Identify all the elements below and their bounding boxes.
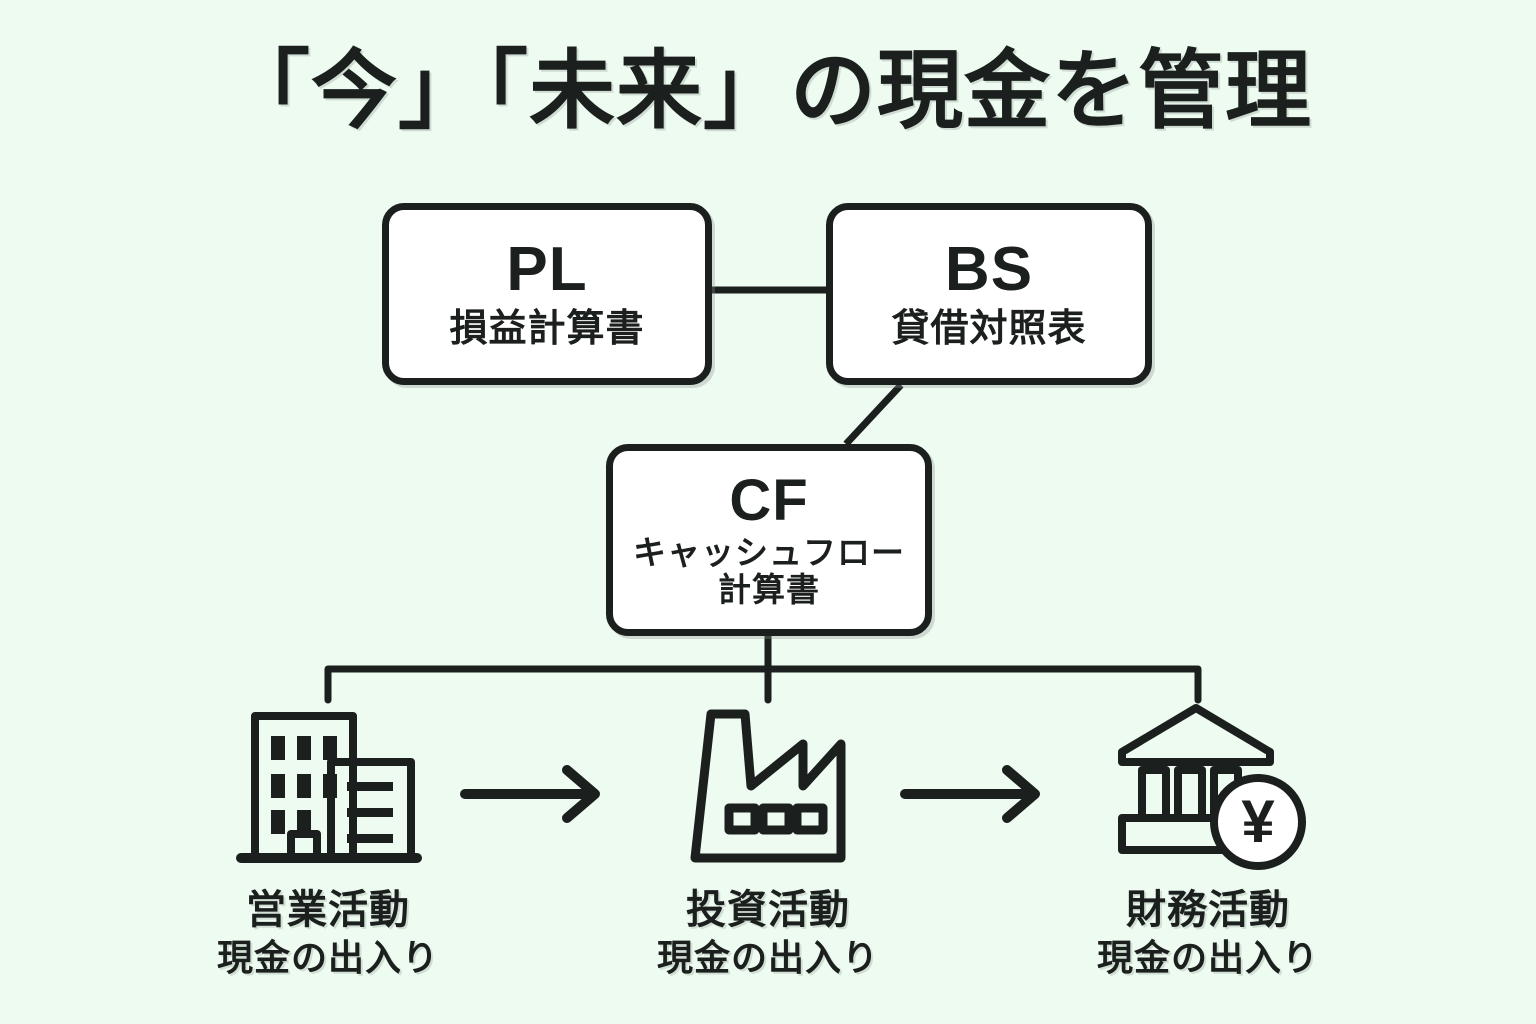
- cf-name-line2: 計算書: [718, 571, 820, 609]
- connector-cf-to-activities: [324, 632, 1202, 704]
- activity-investing-label: 投資活動 現金の出入り: [657, 886, 879, 980]
- office-building-icon: [236, 712, 422, 863]
- activity-financing[interactable]: ¥ 財務活動 現金の出入り: [1043, 700, 1373, 980]
- factory-icon-wrap: [673, 700, 863, 870]
- activity-investing[interactable]: 投資活動 現金の出入り: [603, 700, 933, 980]
- pl-name: 損益計算書: [449, 308, 645, 351]
- statement-box-bs[interactable]: BS 貸借対照表: [826, 203, 1152, 385]
- activity-operating-label: 営業活動 現金の出入り: [217, 886, 439, 980]
- factory-icon: [690, 709, 846, 863]
- arrow-investing-to-financing: [900, 765, 1040, 823]
- statement-box-pl[interactable]: PL 損益計算書: [382, 203, 712, 385]
- activity-financing-label-line1: 財務活動: [1125, 888, 1290, 932]
- cf-name-line1: キャッシュフロー: [633, 534, 905, 572]
- activity-operating[interactable]: 営業活動 現金の出入り: [163, 700, 493, 980]
- page-title: 「今」「未来」の現金を管理: [224, 43, 1312, 139]
- office-building-icon-wrap: [233, 700, 423, 870]
- activity-operating-label-line2: 現金の出入り: [216, 936, 439, 978]
- activity-investing-label-line1: 投資活動: [685, 888, 850, 932]
- activity-financing-label: 財務活動 現金の出入り: [1097, 886, 1319, 980]
- bank-with-yen-coin-icon-wrap: ¥: [1108, 700, 1308, 870]
- statement-box-cf[interactable]: CF キャッシュフロー 計算書: [606, 444, 932, 636]
- connector-bs-to-cf: [843, 382, 904, 447]
- activity-financing-label-line2: 現金の出入り: [1096, 936, 1319, 978]
- bs-acronym: BS: [944, 235, 1034, 305]
- activity-investing-label-line2: 現金の出入り: [656, 936, 879, 978]
- arrow-operating-to-investing: [460, 765, 600, 823]
- cf-acronym: CF: [729, 467, 809, 533]
- activity-operating-label-line1: 営業活動: [245, 888, 410, 932]
- pl-acronym: PL: [506, 235, 588, 305]
- bs-name: 貸借対照表: [891, 308, 1087, 351]
- bank-with-yen-coin-icon: ¥: [1118, 704, 1306, 870]
- yen-symbol: ¥: [1241, 788, 1275, 855]
